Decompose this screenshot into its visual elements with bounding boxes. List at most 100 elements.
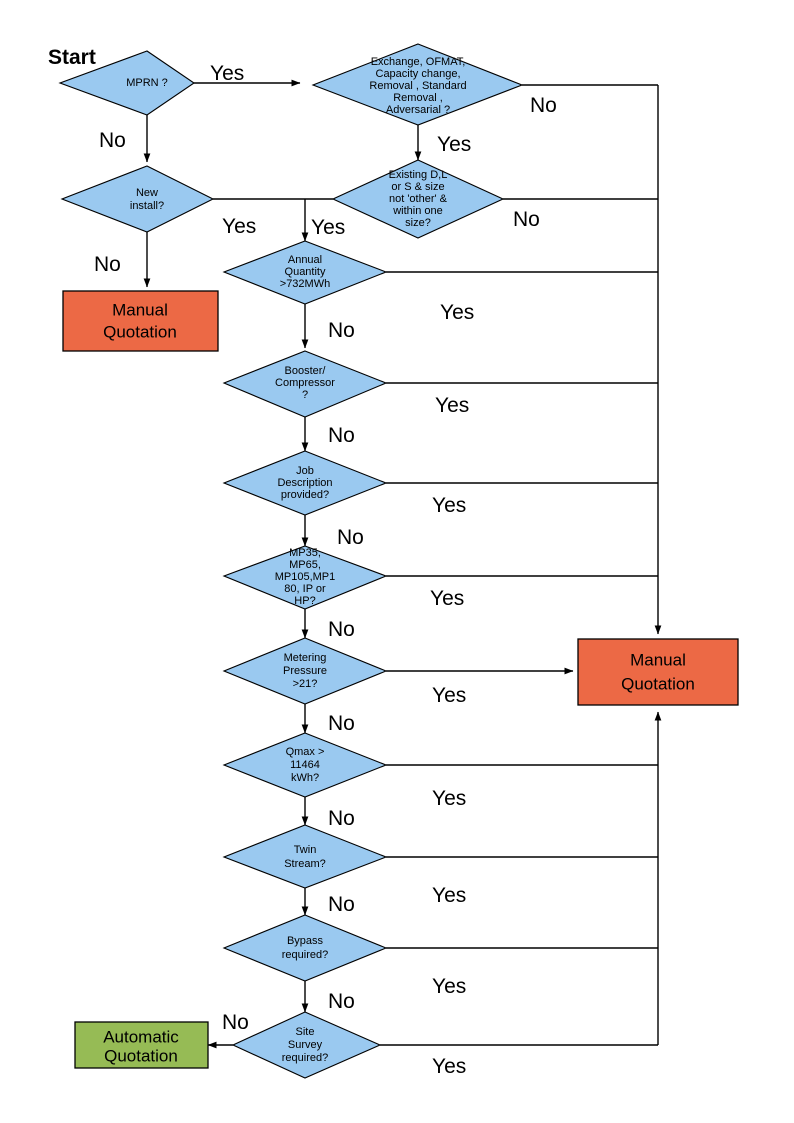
label-booster-compressor-yes: Yes (435, 394, 469, 417)
decision-job-description-line-0: Job (296, 465, 314, 477)
label-metering-pressure-yes: Yes (432, 684, 466, 707)
decision-site-survey-line-1: Survey (288, 1039, 323, 1051)
decision-bypass-line-1: required? (282, 949, 328, 961)
decision-annual-quantity-line-2: >732MWh (280, 278, 330, 290)
label-new-install-yes: Yes (222, 215, 256, 238)
decision-mp-pressure-tier-line-0: MP35, (289, 547, 321, 559)
label-metering-pressure-no: No (328, 712, 355, 735)
decision-booster-compressor-shape[interactable] (222, 350, 388, 418)
terminal-manual-left[interactable]: Manual Quotation (62, 290, 219, 352)
decision-exchange-line-2: Removal , Standard (369, 80, 466, 92)
terminal-manual-left-line-1: Quotation (103, 322, 177, 341)
label-existing-dls-no: No (513, 208, 540, 231)
decision-annual-quantity[interactable]: Annual Quantity >732MWh (222, 240, 388, 305)
decision-booster-compressor[interactable]: Booster/ Compressor ? (222, 350, 388, 418)
terminal-automatic-line-1: Quotation (104, 1046, 178, 1065)
decision-bypass-line-0: Bypass (287, 935, 324, 947)
label-annual-quantity-yes: Yes (440, 301, 474, 324)
label-mp-pressure-tier-no: No (328, 618, 355, 641)
terminal-manual-right[interactable]: Manual Quotation (577, 638, 739, 706)
terminal-manual-right-shape[interactable] (577, 638, 739, 706)
decision-twin-stream[interactable]: Twin Stream? (222, 824, 388, 889)
decision-annual-quantity-line-1: Quantity (285, 266, 326, 278)
decision-mp-pressure-tier[interactable]: MP35, MP65, MP105,MP1 80, IP or HP? (222, 545, 388, 610)
decision-existing-dls[interactable]: Existing D,L or S & size not 'other' & w… (331, 159, 505, 239)
decision-existing-dls-line-0: Existing D,L (389, 169, 448, 181)
decision-mprn-line-0: MPRN ? (126, 77, 168, 89)
label-job-description-no: No (337, 526, 364, 549)
decision-mprn-shape[interactable] (58, 50, 195, 116)
decision-site-survey-line-2: required? (282, 1052, 328, 1064)
decision-twin-stream-line-1: Stream? (284, 858, 326, 870)
label-bypass-no: No (328, 990, 355, 1013)
terminal-manual-left-line-0: Manual (112, 300, 168, 319)
decision-booster-compressor-line-0: Booster/ (285, 365, 327, 377)
decision-qmax-shape[interactable] (222, 732, 388, 798)
terminal-automatic[interactable]: Automatic Quotation (74, 1021, 209, 1069)
decision-booster-compressor-line-2: ? (302, 389, 308, 401)
decision-job-description-shape[interactable] (222, 450, 388, 516)
decision-twin-stream-shape[interactable] (222, 824, 388, 889)
label-site-survey-yes: Yes (432, 1055, 466, 1078)
decision-site-survey-line-0: Site (296, 1026, 315, 1038)
decision-annual-quantity-shape[interactable] (222, 240, 388, 305)
label-new-install-no: No (94, 253, 121, 276)
decision-existing-dls-shape[interactable] (331, 159, 505, 239)
decision-metering-pressure-shape[interactable] (222, 637, 388, 705)
decision-metering-pressure-line-0: Metering (284, 652, 327, 664)
decision-annual-quantity-line-0: Annual (288, 254, 322, 266)
decision-new-install-line-0: New (136, 187, 158, 199)
decision-exchange[interactable]: Exchange, OFMAT, Capacity change, Remova… (311, 43, 524, 126)
decision-job-description[interactable]: Job Description provided? (222, 450, 388, 516)
label-booster-compressor-no: No (328, 424, 355, 447)
terminal-manual-right-line-1: Quotation (621, 674, 695, 693)
label-site-survey-no: No (222, 1011, 249, 1034)
decision-new-install-line-1: install? (130, 200, 164, 212)
decision-site-survey[interactable]: Site Survey required? (231, 1011, 382, 1079)
decision-new-install[interactable]: New install? (60, 165, 215, 233)
label-twin-stream-yes: Yes (432, 884, 466, 907)
decision-mp-pressure-tier-line-3: 80, IP or (284, 583, 326, 595)
label-mp-pressure-tier-yes: Yes (430, 587, 464, 610)
decision-mp-pressure-tier-shape[interactable] (222, 545, 388, 610)
decision-existing-dls-line-2: not 'other' & (389, 193, 448, 205)
label-bypass-yes: Yes (432, 975, 466, 998)
label-annual-quantity-no: No (328, 319, 355, 342)
label-existing-dls-yes: Yes (311, 216, 345, 239)
decision-exchange-line-3: Removal , (393, 92, 443, 104)
label-job-description-yes: Yes (432, 494, 466, 517)
decision-qmax[interactable]: Qmax > 11464 kWh? (222, 732, 388, 798)
decision-metering-pressure[interactable]: Metering Pressure >21? (222, 637, 388, 705)
decision-mprn[interactable]: MPRN ? (58, 50, 195, 116)
decision-existing-dls-line-4: size? (405, 217, 431, 229)
decision-job-description-line-2: provided? (281, 489, 329, 501)
decision-exchange-line-1: Capacity change, (376, 68, 461, 80)
decision-mp-pressure-tier-line-2: MP105,MP1 (275, 571, 336, 583)
decision-metering-pressure-line-1: Pressure (283, 665, 327, 677)
decision-new-install-shape[interactable] (60, 165, 215, 233)
decision-booster-compressor-line-1: Compressor (275, 377, 335, 389)
decision-bypass[interactable]: Bypass required? (222, 914, 388, 982)
terminal-manual-left-shape[interactable] (62, 290, 219, 352)
decision-qmax-line-2: kWh? (291, 772, 319, 784)
decision-qmax-line-0: Qmax > (286, 746, 325, 758)
decision-mp-pressure-tier-line-1: MP65, (289, 559, 321, 571)
label-exchange-no: No (530, 94, 557, 117)
terminal-automatic-shape[interactable] (74, 1021, 209, 1069)
label-exchange-yes: Yes (437, 133, 471, 156)
label-mprn-no: No (99, 129, 126, 152)
terminal-manual-right-line-0: Manual (630, 650, 686, 669)
decision-mp-pressure-tier-line-4: HP? (294, 595, 315, 607)
decision-twin-stream-line-0: Twin (294, 844, 317, 856)
edges-layer (143, 79, 662, 1049)
decision-qmax-line-1: 11464 (290, 759, 320, 771)
decision-exchange-shape[interactable] (311, 43, 524, 126)
decision-bypass-shape[interactable] (222, 914, 388, 982)
decision-site-survey-shape[interactable] (231, 1011, 382, 1079)
label-mprn-yes: Yes (210, 62, 244, 85)
decision-existing-dls-line-1: or S & size (391, 181, 444, 193)
decision-exchange-line-0: Exchange, OFMAT, (371, 56, 466, 68)
decision-exchange-line-4: Adversarial ? (386, 104, 450, 116)
